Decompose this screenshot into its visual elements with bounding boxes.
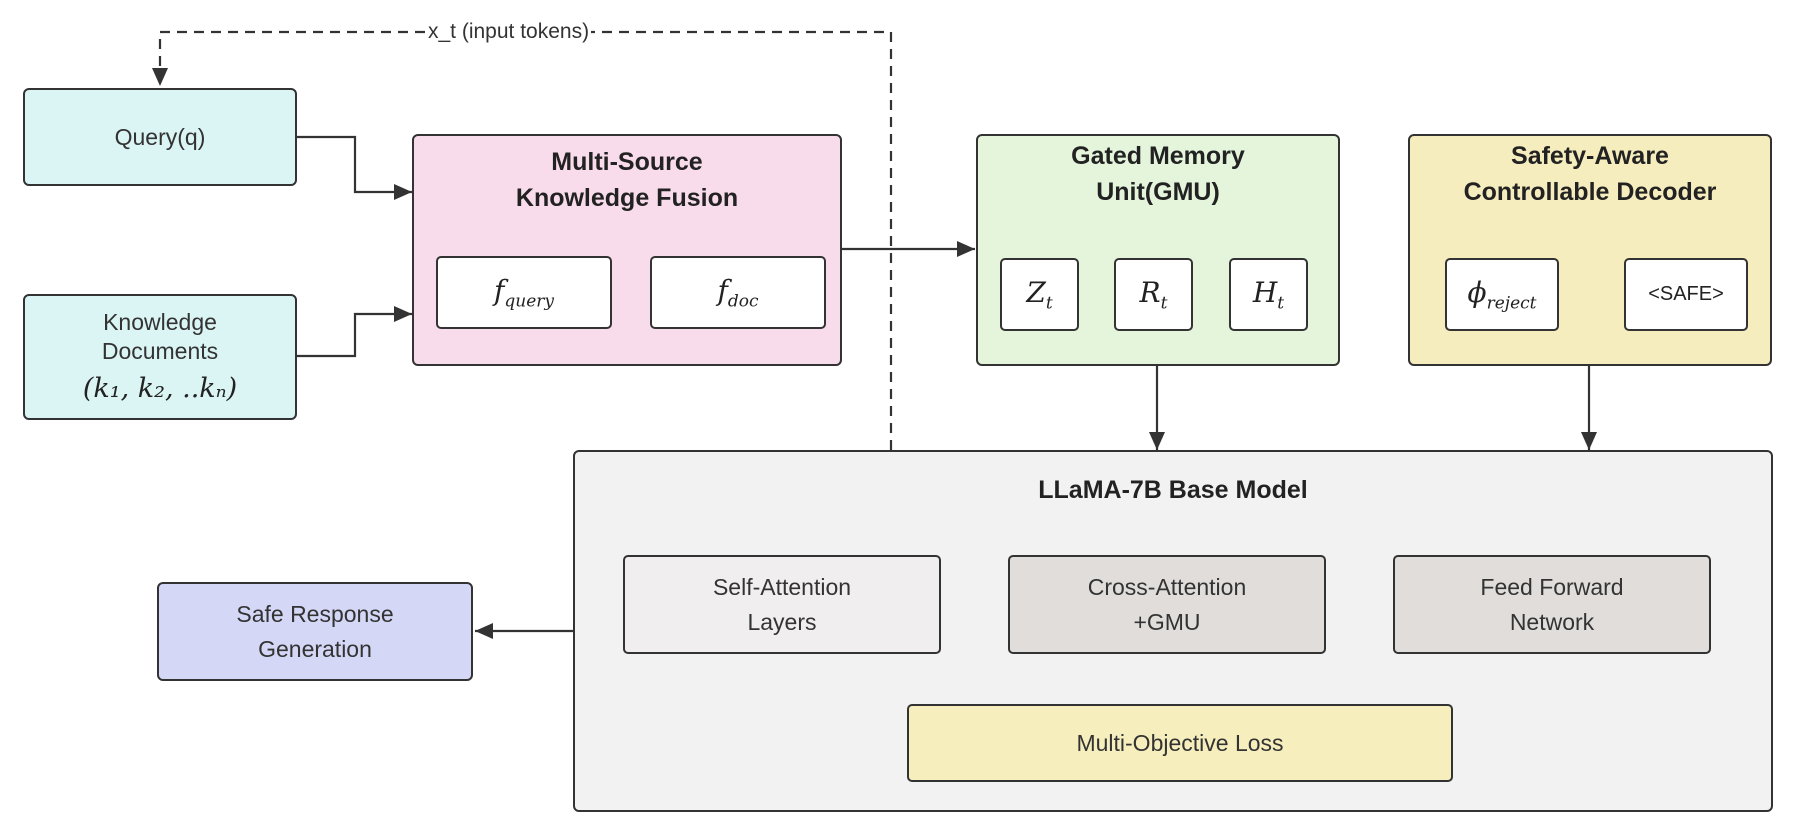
base-model-container[interactable]: LLaMA-7B Base Model Self-Attention Layer… <box>573 450 1773 812</box>
multi-objective-loss-block[interactable]: Multi-Objective Loss <box>907 704 1453 782</box>
cross-attention-line1: Cross-Attention <box>1087 574 1247 600</box>
query-label: Query(q) <box>114 123 206 150</box>
gated-memory-unit-node[interactable]: Gated Memory Unit(GMU) Zt Rt Ht <box>976 134 1340 366</box>
h-t-block[interactable]: Ht <box>1229 258 1308 331</box>
f-query-block[interactable]: fquery <box>436 256 612 329</box>
fusion-title-line2: Knowledge Fusion <box>515 184 739 213</box>
phi-reject-block[interactable]: ϕreject <box>1445 258 1559 331</box>
safe-response-node[interactable]: Safe Response Generation <box>157 582 473 681</box>
cross-attention-line2: +GMU <box>1133 608 1201 635</box>
safe-token-label: <SAFE> <box>1648 283 1724 305</box>
gmu-title-line1: Gated Memory <box>1071 142 1245 170</box>
knowledge-label-line2: Documents <box>101 338 219 365</box>
base-model-title: LLaMA-7B Base Model <box>1038 476 1308 504</box>
feed-forward-block[interactable]: Feed Forward Network <box>1393 555 1711 654</box>
decoder-title-line1: Safety-Aware <box>1511 142 1669 170</box>
gmu-title: Gated Memory Unit(GMU) <box>978 138 1338 211</box>
response-line1: Safe Response <box>236 601 394 627</box>
safe-token-block[interactable]: <SAFE> <box>1624 258 1748 331</box>
cross-attention-block[interactable]: Cross-Attention +GMU <box>1008 555 1326 654</box>
query-to-fusion-arrow <box>297 135 412 200</box>
knowledge-label-line1: Knowledge <box>103 308 217 335</box>
knowledge-fusion-node[interactable]: Multi-Source Knowledge Fusion fquery fdo… <box>412 134 842 366</box>
feed-forward-line1: Feed Forward <box>1480 574 1624 600</box>
f-doc-symbol: fdoc <box>717 273 759 312</box>
h-t-symbol: Ht <box>1252 275 1285 314</box>
z-t-symbol: Zt <box>1026 275 1053 314</box>
input-tokens-label: x_t (input tokens) <box>426 20 592 44</box>
multi-objective-loss-label: Multi-Objective Loss <box>1076 729 1284 756</box>
self-attention-line1: Self-Attention <box>712 574 852 600</box>
f-query-symbol: fquery <box>494 273 554 312</box>
decoder-title-line2: Controllable Decoder <box>1463 178 1717 207</box>
r-t-symbol: Rt <box>1139 275 1168 314</box>
r-t-block[interactable]: Rt <box>1114 258 1193 331</box>
knowledge-to-fusion-arrow <box>297 306 412 358</box>
knowledge-documents-node[interactable]: Knowledge Documents (k₁, k₂, ..kₙ) <box>23 294 297 420</box>
decoder-title: Safety-Aware Controllable Decoder <box>1410 138 1770 211</box>
fusion-title: Multi-Source Knowledge Fusion <box>414 144 840 217</box>
gmu-title-line2: Unit(GMU) <box>1096 178 1220 207</box>
f-doc-block[interactable]: fdoc <box>650 256 826 329</box>
phi-reject-symbol: ϕreject <box>1467 275 1537 314</box>
self-attention-block[interactable]: Self-Attention Layers <box>623 555 941 654</box>
z-t-block[interactable]: Zt <box>1000 258 1079 331</box>
self-attention-line2: Layers <box>747 608 817 635</box>
knowledge-set-math: (k₁, k₂, ..kₙ) <box>82 373 238 405</box>
fusion-title-line1: Multi-Source <box>551 148 703 176</box>
feed-forward-line2: Network <box>1509 608 1595 635</box>
safety-decoder-node[interactable]: Safety-Aware Controllable Decoder ϕrejec… <box>1408 134 1772 366</box>
query-node[interactable]: Query(q) <box>23 88 297 186</box>
response-line2: Generation <box>258 635 372 662</box>
